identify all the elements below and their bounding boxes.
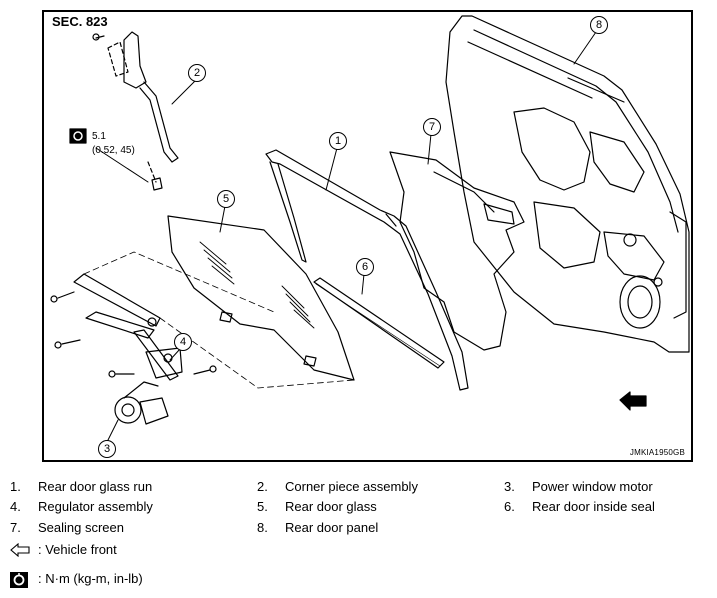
callout-1: 1 xyxy=(329,132,347,150)
rear-door-glass-run xyxy=(265,149,469,391)
rear-door-panel xyxy=(445,15,690,353)
torque-units-label: : N·m (kg-m, in-lb) xyxy=(38,571,143,586)
callout-8: 8 xyxy=(590,16,608,34)
image-code: JMKIA1950GB xyxy=(629,448,685,457)
callout-3: 3 xyxy=(98,440,116,458)
legend-number: 6. xyxy=(504,499,515,514)
legend-label: Rear door panel xyxy=(285,520,379,535)
legend-label: Corner piece assembly xyxy=(285,479,418,494)
legend-label: Rear door glass run xyxy=(38,479,153,494)
legend-label: Power window motor xyxy=(532,479,653,494)
legend-number: 7. xyxy=(10,520,21,535)
legend-label: Rear door inside seal xyxy=(532,499,655,514)
callout-2: 2 xyxy=(188,64,206,82)
torque-wrench-icon xyxy=(10,572,28,588)
callout-5: 5 xyxy=(217,190,235,208)
legend-label: Regulator assembly xyxy=(38,499,153,514)
legend-number: 2. xyxy=(257,479,268,494)
torque-symbol xyxy=(69,128,87,144)
legend-number: 4. xyxy=(10,499,21,514)
sealing-screen xyxy=(389,151,525,351)
exploded-diagram: SEC. 823 xyxy=(42,10,693,462)
torque-value: 5.1 xyxy=(92,131,106,142)
arrow-left-outline-icon xyxy=(10,543,30,557)
legend-label: Rear door glass xyxy=(285,499,377,514)
rear-door-glass xyxy=(167,215,355,381)
legend-number: 5. xyxy=(257,499,268,514)
vehicle-front-arrow xyxy=(619,391,647,411)
torque-value-alt: (0.52, 45) xyxy=(92,145,135,156)
regulator-assembly xyxy=(50,251,355,389)
corner-piece-assembly xyxy=(92,31,179,191)
rear-door-inside-seal xyxy=(313,277,445,369)
legend-number: 3. xyxy=(504,479,515,494)
power-window-motor xyxy=(114,381,169,425)
callout-4: 4 xyxy=(174,333,192,351)
diagram-drawing xyxy=(50,15,690,445)
legend-label: Sealing screen xyxy=(38,520,124,535)
legend-number: 1. xyxy=(10,479,21,494)
vehicle-front-label: : Vehicle front xyxy=(38,542,117,557)
section-label: SEC. 823 xyxy=(52,14,108,29)
callout-6: 6 xyxy=(356,258,374,276)
callout-7: 7 xyxy=(423,118,441,136)
legend-number: 8. xyxy=(257,520,268,535)
leader-lines xyxy=(95,31,597,445)
